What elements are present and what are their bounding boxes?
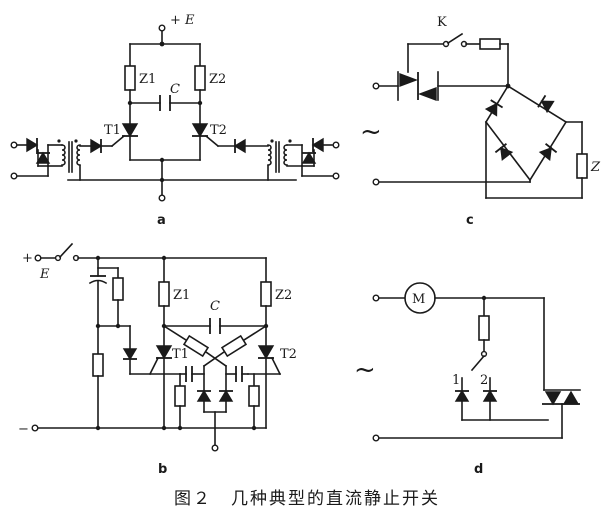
panel-b-label: b (158, 462, 167, 477)
cap-label-a: C (170, 82, 180, 97)
z2-label-b: Z2 (275, 288, 292, 303)
scr-t2-b (257, 345, 275, 359)
resistor-z2-b (260, 281, 272, 307)
motor-label-d: M (412, 292, 425, 307)
load-z-c (576, 153, 588, 179)
resistor-z1-b (158, 281, 170, 307)
panel-d: ~ M 1 2 d (354, 282, 581, 477)
minus-label-b: − (18, 422, 29, 437)
t1-label-b: T1 (172, 347, 189, 362)
option1-label-d: 1 (452, 373, 460, 388)
switch-label-c: K (437, 15, 447, 30)
z2-label-a: Z2 (209, 72, 226, 87)
supply-label-a: + E (170, 13, 195, 28)
switch-k-c (446, 32, 464, 45)
ac-source-d: ~ (354, 355, 376, 385)
supply-terminal-a (158, 24, 166, 32)
panel-d-label: d (474, 462, 483, 477)
cap-label-b: C (210, 299, 220, 314)
t1-label-a: T1 (104, 123, 121, 138)
selector-switch-d (470, 354, 486, 372)
z1-label-a: Z1 (139, 72, 156, 87)
panel-a-label: a (157, 213, 166, 228)
z1-label-b: Z1 (173, 288, 190, 303)
ac-source-c: ~ (360, 117, 382, 147)
option2-label-d: 2 (480, 373, 488, 388)
panel-c: ~ K Z (360, 15, 601, 228)
scr-t1-b (155, 345, 173, 359)
scr-t2-a (191, 123, 209, 137)
t2-label-b: T2 (280, 347, 297, 362)
plus-label-b: + (22, 251, 33, 266)
figure-caption: 图２ 几种典型的直流静止开关 (174, 489, 440, 509)
gate-resistor-c (479, 38, 501, 50)
supply-label-b: E (39, 267, 50, 282)
resistor-z2-a (194, 65, 206, 91)
switch-b (58, 242, 74, 259)
panel-a: + E Z1 Z2 C T1 T2 (10, 13, 340, 228)
load-label-c: Z (590, 160, 601, 175)
panel-c-label: c (466, 213, 474, 228)
scr-t1-a (121, 123, 139, 137)
panel-b: + E Z1 Z2 (18, 242, 297, 477)
resistor-z1-a (124, 65, 136, 91)
t2-label-a: T2 (210, 123, 227, 138)
